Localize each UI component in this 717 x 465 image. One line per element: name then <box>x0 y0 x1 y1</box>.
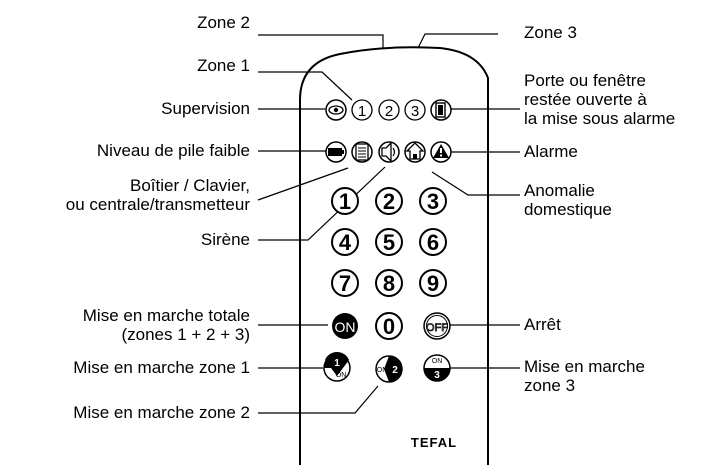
on-button-label: ON <box>335 319 356 335</box>
callout-anomalie: Anomalie domestique <box>524 181 612 219</box>
callout-arret: Arrêt <box>524 315 561 334</box>
keypad-icon <box>351 141 373 163</box>
callout-totale-line2: (zones 1 + 2 + 3) <box>121 325 250 344</box>
callout-porte-line3: la mise sous alarme <box>524 109 676 128</box>
callout-porte-line1: Porte ou fenêtre <box>524 71 646 90</box>
callout-pile: Niveau de pile faible <box>96 141 250 160</box>
key-9[interactable]: 9 <box>419 269 447 297</box>
indicator-row-bottom <box>325 141 452 163</box>
key-8-label: 8 <box>383 271 395 296</box>
key-2[interactable]: 2 <box>375 187 403 215</box>
key-3-label: 3 <box>427 189 439 214</box>
keypad: 1 2 3 4 5 6 7 8 9 <box>331 187 447 297</box>
callout-zone2: Zone 2 <box>197 13 250 32</box>
key-6[interactable]: 6 <box>419 228 447 256</box>
callout-boitier-line1: Boîtier / Clavier, <box>130 176 250 195</box>
key-3[interactable]: 3 <box>419 187 447 215</box>
indicator-row-top: 1 2 3 <box>325 99 452 121</box>
key-7-label: 7 <box>339 271 351 296</box>
key-5-label: 5 <box>383 230 395 255</box>
zone1-indicator <box>351 99 373 121</box>
brand-logo: TEFAL <box>411 435 457 450</box>
zone3-on-button[interactable]: ON 3 <box>423 354 451 382</box>
callout-mz3: Mise en marche zone 3 <box>524 357 645 395</box>
callout-sirene: Sirène <box>200 230 250 249</box>
callout-supervision: Supervision <box>161 99 250 118</box>
siren-icon <box>378 141 400 163</box>
callout-mz3-line2: zone 3 <box>524 376 576 395</box>
callout-porte-line2: restée ouverte à <box>524 90 647 109</box>
callout-mz2: Mise en marche zone 2 <box>73 403 250 422</box>
door-icon <box>430 99 452 121</box>
zone1-on-text: ON <box>336 372 347 379</box>
callout-zone3: Zone 3 <box>524 23 577 42</box>
key-9-label: 9 <box>427 271 439 296</box>
callout-boitier: Boîtier / Clavier, ou centrale/transmett… <box>10 176 250 214</box>
key-1-label: 1 <box>339 189 351 214</box>
zone2-indicator-label: 2 <box>385 103 393 120</box>
callout-anomalie-line2: domestique <box>524 200 612 219</box>
battery-icon <box>325 141 347 163</box>
key-0-label: 0 <box>383 314 395 339</box>
key-2-label: 2 <box>383 189 395 214</box>
off-button[interactable]: OFF <box>423 312 451 340</box>
key-0[interactable]: 0 <box>375 312 403 340</box>
zone3-on-num: 3 <box>434 370 440 381</box>
key-7[interactable]: 7 <box>331 269 359 297</box>
key-1[interactable]: 1 <box>331 187 359 215</box>
callout-boitier-line2: ou centrale/transmetteur <box>65 195 250 214</box>
off-button-label: OFF <box>426 322 448 334</box>
key-4[interactable]: 4 <box>331 228 359 256</box>
callout-mz1: Mise en marche zone 1 <box>73 358 250 377</box>
key-4-label: 4 <box>339 230 352 255</box>
on-button[interactable]: ON <box>332 313 358 339</box>
callout-zone1: Zone 1 <box>197 56 250 75</box>
callout-porte: Porte ou fenêtre restée ouverte à la mis… <box>524 71 675 128</box>
eye-icon <box>325 99 347 121</box>
zone3-on-text: ON <box>432 358 443 365</box>
zone2-on-button[interactable]: ON 2 <box>375 355 403 383</box>
callout-alarme: Alarme <box>524 142 578 161</box>
warning-triangle-icon <box>430 141 452 163</box>
leader-lines <box>257 33 520 414</box>
home-icon <box>404 141 426 163</box>
callout-totale-line1: Mise en marche totale <box>82 306 250 325</box>
zone2-indicator <box>378 99 400 121</box>
key-8[interactable]: 8 <box>375 269 403 297</box>
key-6-label: 6 <box>427 230 439 255</box>
zone1-on-button[interactable]: 1 ON <box>323 351 351 382</box>
zone3-indicator <box>404 99 426 121</box>
callout-mz3-line1: Mise en marche <box>524 357 645 376</box>
callout-anomalie-line1: Anomalie <box>524 181 595 200</box>
zone3-indicator-label: 3 <box>411 103 419 120</box>
zone1-on-num: 1 <box>334 358 340 369</box>
zone2-on-text: ON <box>377 367 388 374</box>
zone2-on-num: 2 <box>392 365 398 376</box>
key-5[interactable]: 5 <box>375 228 403 256</box>
zone1-indicator-label: 1 <box>358 103 366 120</box>
callout-totale: Mise en marche totale (zones 1 + 2 + 3) <box>10 306 250 344</box>
